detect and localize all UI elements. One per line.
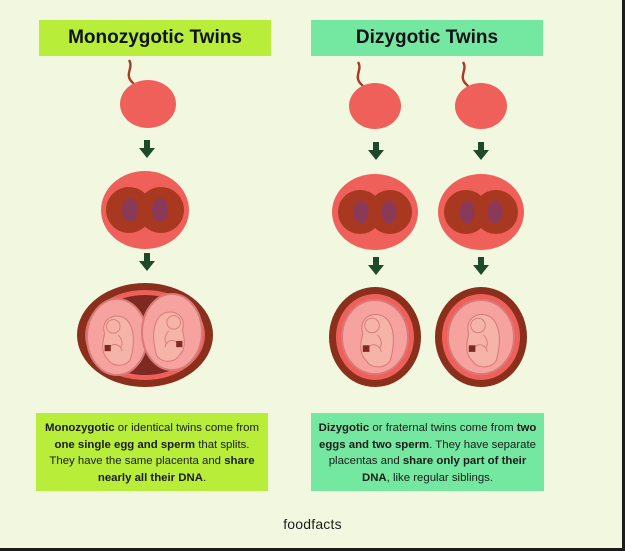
di-desc-text3: , like regular siblings.: [386, 471, 494, 484]
di-egg-with-sperm-icon-right: [455, 61, 507, 129]
di-dividing-cell-icon-right: [438, 174, 524, 250]
di-down-arrow-icon-4: [473, 257, 489, 275]
di-desc-bold1: two eggs and two sperm: [319, 422, 537, 451]
mono-egg-with-sperm-icon: [120, 59, 176, 128]
foodfacts-logo: foodfacts: [0, 516, 625, 532]
mono-desc-text3: .: [202, 471, 207, 484]
di-fetus-in-womb-icon-right: [435, 287, 527, 387]
mono-desc-bold2: share nearly all their DNA: [97, 455, 255, 484]
frame-edge-right: [622, 0, 625, 551]
dizygotic-title: Dizygotic Twins: [311, 20, 543, 56]
di-down-arrow-icon-3: [368, 257, 384, 275]
di-dividing-cell-icon-left: [332, 174, 418, 250]
mono-desc-bold1: one single egg and sperm: [54, 438, 196, 451]
di-fetus-in-womb-icon-left: [329, 287, 421, 387]
di-desc-bold2: share only part of their DNA: [361, 455, 527, 484]
di-egg-with-sperm-icon-left: [349, 61, 401, 129]
mono-down-arrow-icon-2: [139, 253, 155, 271]
mono-fetus-in-womb-icon: [77, 283, 213, 387]
mono-desc-text2: that splits. They have the same placenta…: [49, 438, 250, 468]
mono-desc-lead: Monozygotic: [45, 422, 115, 434]
frame-edge-bottom: [0, 548, 625, 551]
monozygotic-description: Monozygotic or identical twins come from…: [36, 413, 268, 491]
mono-down-arrow-icon-1: [139, 140, 155, 158]
di-desc-text1: or fraternal twins come from: [369, 422, 517, 434]
di-desc-text2: . They have separate placentas and: [328, 438, 536, 468]
di-down-arrow-icon-2: [473, 142, 489, 160]
mono-dividing-cell-icon: [101, 171, 189, 249]
di-down-arrow-icon-1: [368, 142, 384, 160]
dizygotic-title-text: Dizygotic Twins: [355, 27, 499, 48]
monozygotic-title: Monozygotic Twins: [39, 20, 271, 56]
logo-text: foodfacts: [283, 516, 342, 532]
mono-desc-text1: or identical twins come from: [114, 422, 259, 434]
di-desc-lead: Dizygotic: [318, 422, 370, 434]
dizygotic-description: Dizygotic or fraternal twins come from t…: [311, 413, 544, 491]
monozygotic-title-text: Monozygotic Twins: [68, 27, 242, 48]
